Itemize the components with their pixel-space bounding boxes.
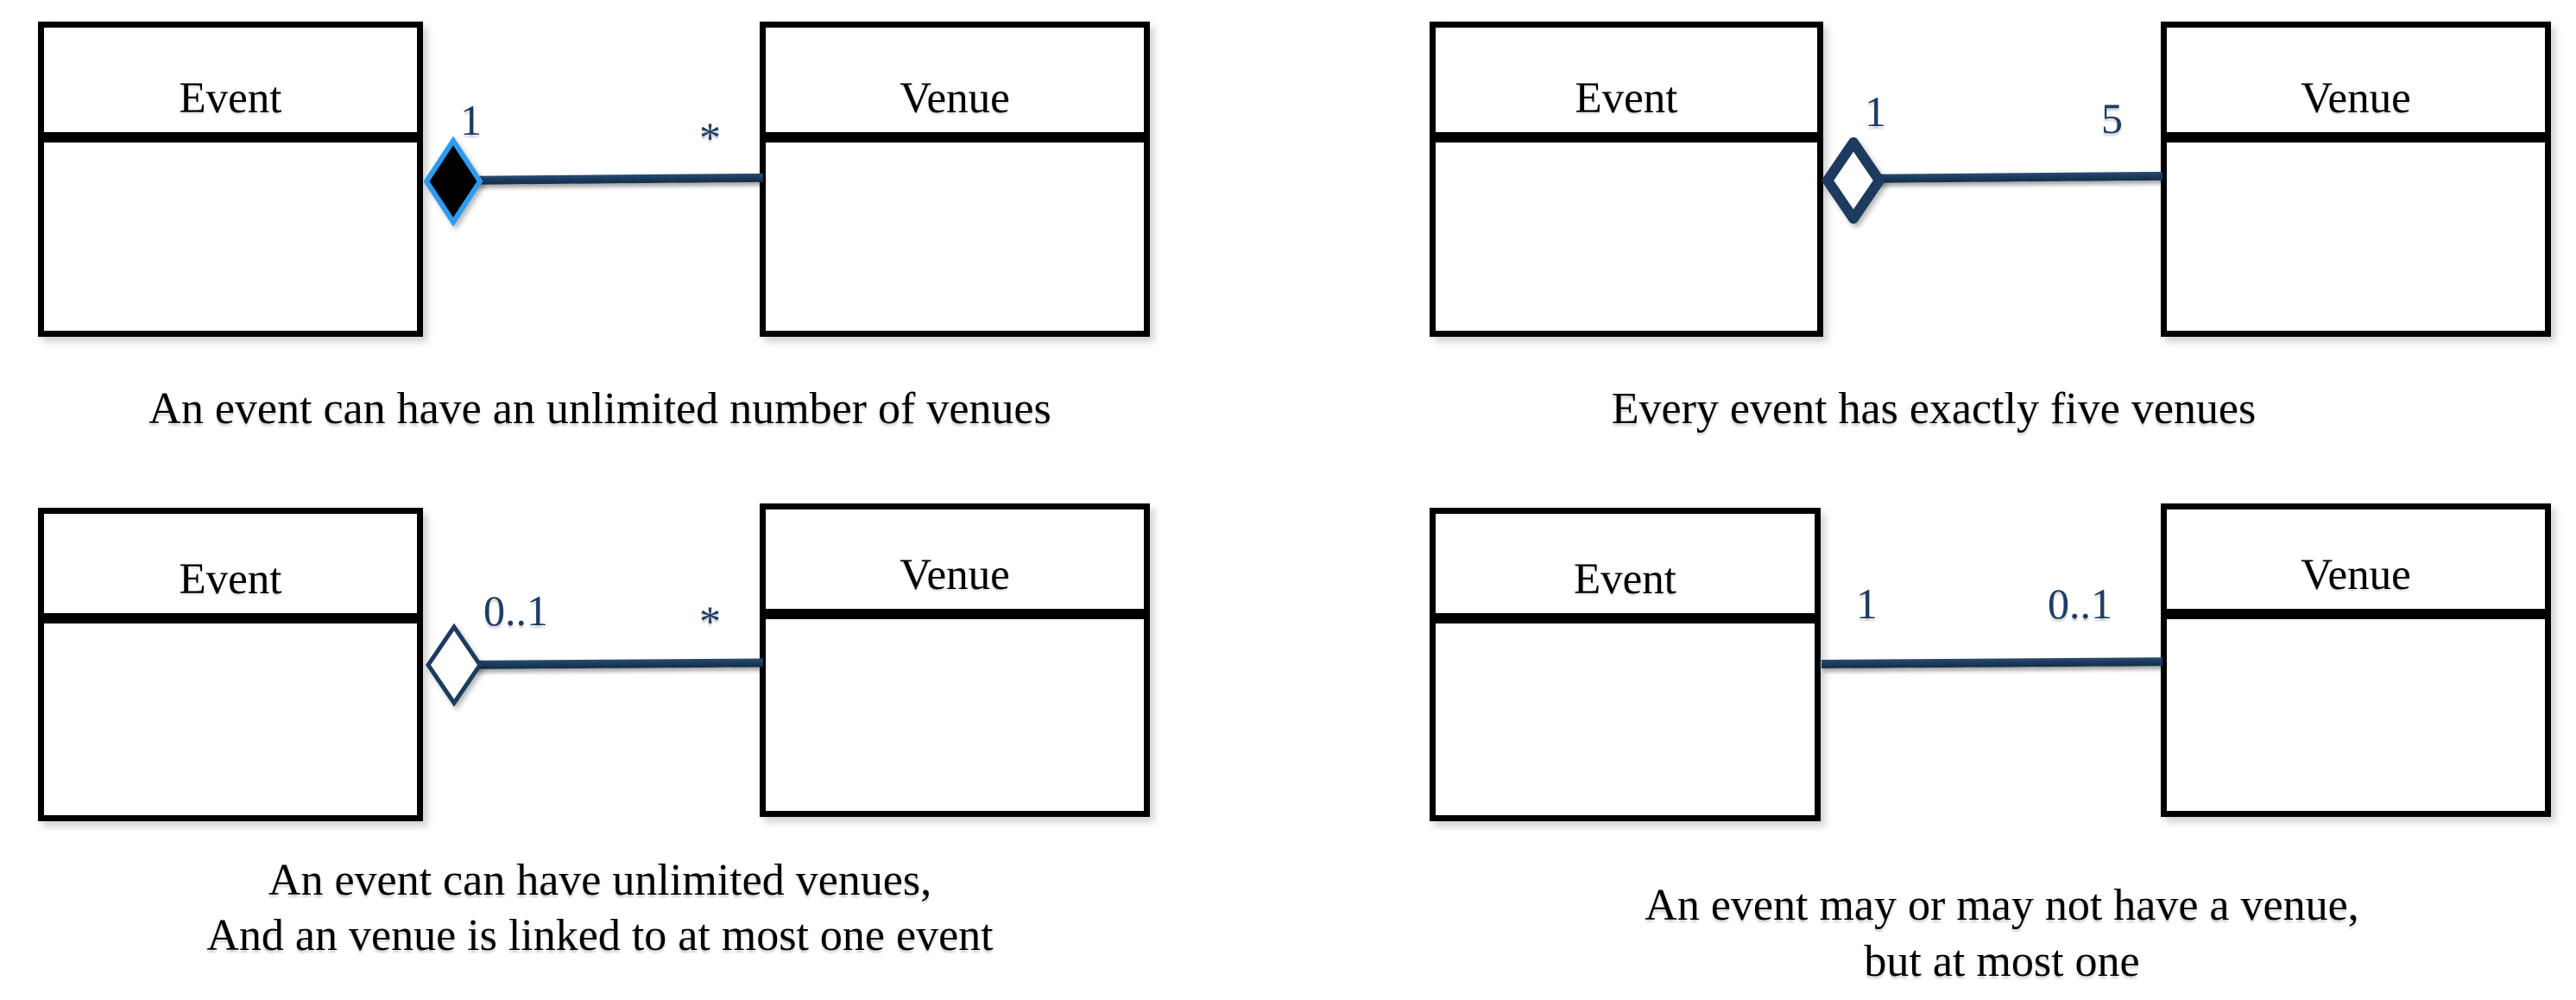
class-body-empty — [44, 623, 417, 815]
class-box-venue: Venue — [760, 503, 1150, 817]
caption-line: An event can have unlimited venues, — [268, 856, 932, 905]
class-title: Event — [1436, 514, 1815, 613]
class-box-event: Event — [1430, 22, 1823, 337]
association-connector-line — [452, 173, 764, 185]
caption-line: but at most one — [1864, 937, 2140, 986]
class-title: Venue — [766, 509, 1144, 609]
class-title-text: Event — [1575, 74, 1678, 123]
class-box-event: Event — [38, 508, 423, 821]
class-body-empty — [2167, 142, 2545, 331]
association-connector-line — [1821, 657, 2163, 668]
left-multiplicity-label: 0..1 — [483, 586, 548, 635]
panel-caption: Every event has exactly five venues — [1334, 382, 2534, 437]
right-multiplicity-label: 5 — [2101, 94, 2123, 142]
class-title-text: Event — [179, 74, 282, 123]
class-box-event: Event — [1430, 508, 1821, 821]
class-box-venue: Venue — [760, 22, 1150, 337]
compartment-separator — [1436, 613, 1815, 623]
class-title-text: Event — [1574, 555, 1676, 604]
compartment-separator — [44, 613, 417, 623]
compartment-separator — [766, 609, 1144, 619]
class-body-empty — [766, 142, 1144, 331]
aggregation-diamond-icon — [425, 623, 483, 707]
class-body-empty — [2167, 619, 2545, 811]
association-connector-line — [453, 658, 764, 669]
caption-line: Every event has exactly five venues — [1611, 384, 2257, 434]
compartment-separator — [1436, 132, 1817, 142]
compartment-separator — [766, 132, 1144, 142]
compartment-separator — [2167, 609, 2545, 619]
left-multiplicity-label: 1 — [1856, 579, 1878, 628]
class-title-text: Venue — [900, 551, 1010, 599]
class-body-empty — [766, 619, 1144, 811]
class-body-empty — [1436, 142, 1817, 331]
class-box-venue: Venue — [2161, 503, 2551, 817]
compartment-separator — [44, 132, 417, 142]
class-title: Event — [44, 514, 417, 613]
left-multiplicity-label: 1 — [460, 96, 482, 144]
class-title-text: Venue — [2301, 74, 2411, 123]
panel-caption: An event may or may not have a venue, bu… — [1402, 877, 2576, 990]
class-title: Venue — [2167, 28, 2545, 132]
caption-line: An event may or may not have a venue, — [1645, 881, 2359, 930]
caption-line: And an venue is linked to at most one ev… — [206, 911, 994, 960]
class-title-text: Venue — [2301, 551, 2411, 599]
left-multiplicity-label: 1 — [1865, 87, 1886, 136]
class-box-event: Event — [38, 22, 423, 337]
class-title: Event — [44, 28, 417, 132]
class-title: Event — [1436, 28, 1817, 132]
class-title: Venue — [766, 28, 1144, 132]
composition-diamond-icon — [422, 136, 484, 227]
panel-caption: An event can have unlimited venues, And … — [0, 853, 1200, 964]
association-connector-line — [1853, 171, 2163, 183]
class-title-text: Venue — [900, 74, 1010, 123]
right-multiplicity-label: * — [699, 597, 721, 645]
compartment-separator — [2167, 132, 2545, 142]
class-title-text: Event — [179, 555, 282, 604]
class-body-empty — [44, 142, 417, 331]
right-multiplicity-label: * — [699, 113, 721, 161]
class-body-empty — [1436, 623, 1815, 815]
panel-caption: An event can have an unlimited number of… — [0, 382, 1200, 437]
caption-line: An event can have an unlimited number of… — [148, 384, 1051, 434]
class-box-venue: Venue — [2161, 22, 2551, 337]
aggregation-diamond-icon — [1821, 136, 1886, 225]
class-title: Venue — [2167, 509, 2545, 609]
right-multiplicity-label: 0..1 — [2048, 579, 2112, 628]
